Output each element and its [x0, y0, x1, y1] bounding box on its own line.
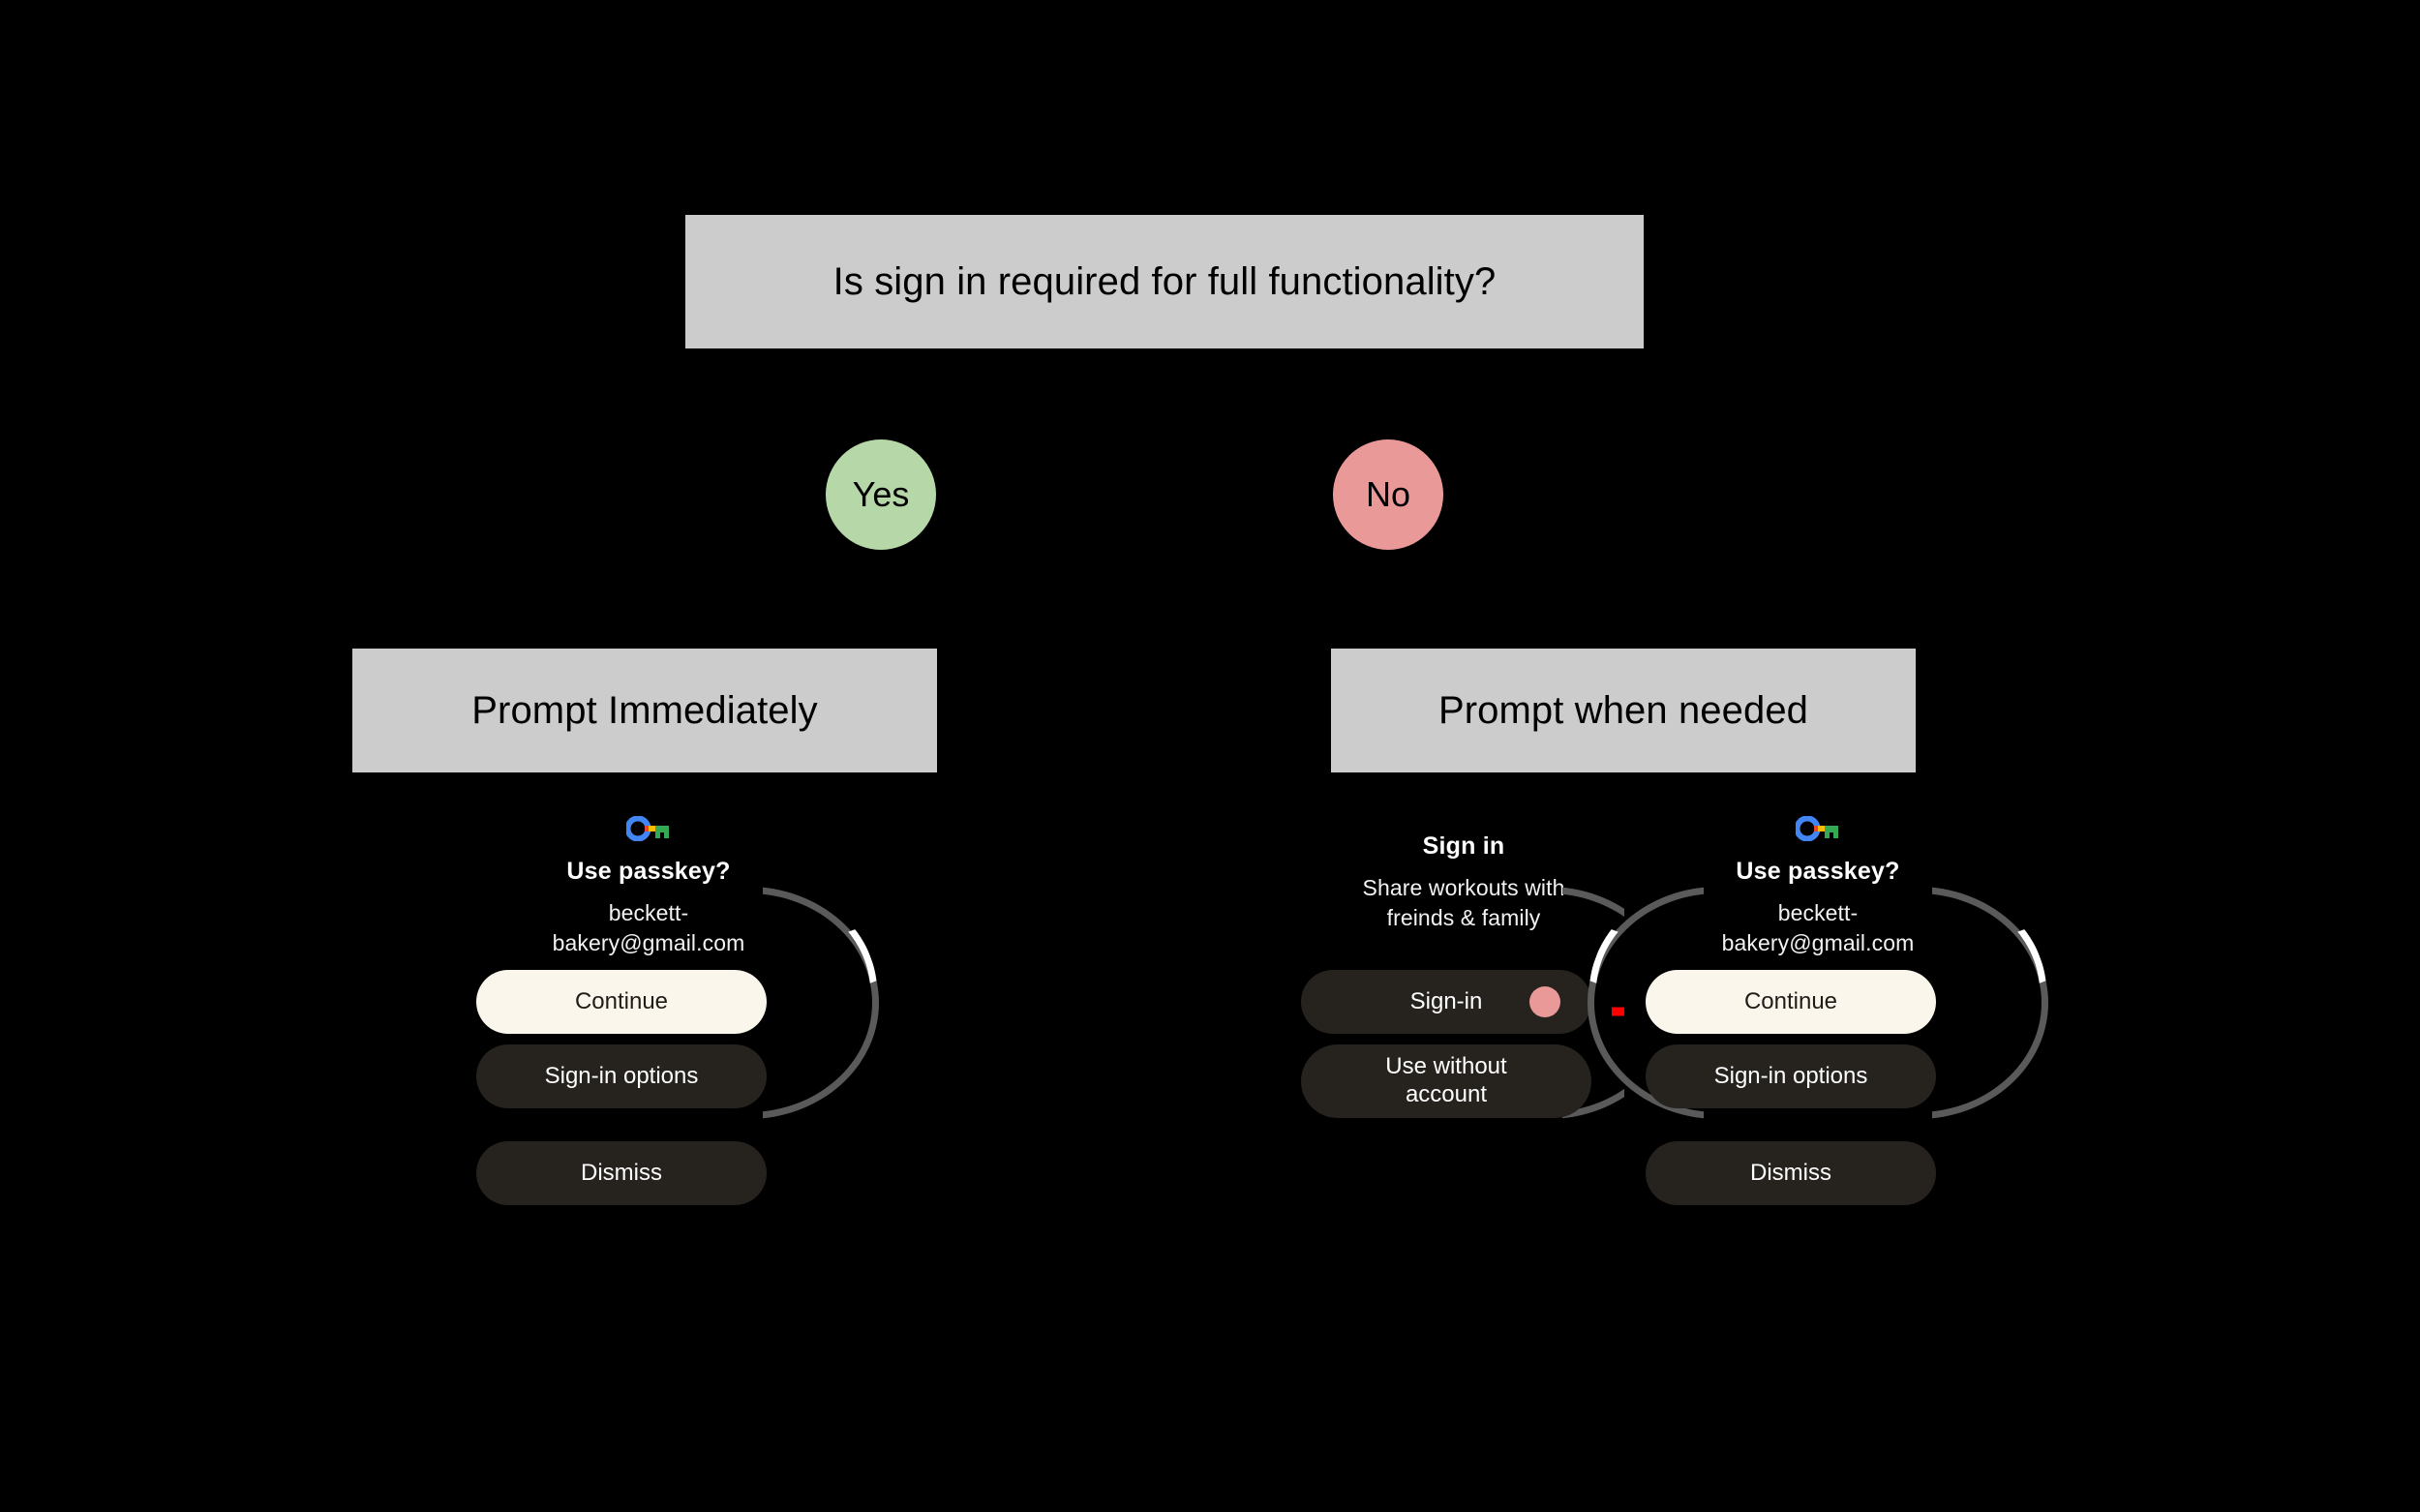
- decision-box-question: Is sign in required for full functionali…: [685, 215, 1644, 348]
- branch-circle-yes: Yes: [826, 439, 936, 550]
- continue-button[interactable]: Continue: [1646, 970, 1936, 1034]
- continue-button[interactable]: Continue: [476, 970, 767, 1034]
- mockup-left-use-passkey: Use passkey? beckett- bakery@gmail.com C…: [455, 803, 879, 1307]
- use-without-account-button-label: Use without account: [1385, 1053, 1506, 1109]
- connector-decision-to-no: [1160, 348, 1165, 358]
- sign-in-button-label: Sign-in: [1409, 987, 1483, 1014]
- sign-in-button[interactable]: Sign-in: [1301, 970, 1591, 1034]
- connector-no-to-when-needed: [1622, 637, 1628, 649]
- mockup-title: Use passkey?: [455, 858, 842, 886]
- sign-in-options-button-label: Sign-in options: [1713, 1062, 1868, 1089]
- mockup-subtitle-line2: bakery@gmail.com: [1721, 929, 1915, 955]
- sign-in-options-button[interactable]: Sign-in options: [1646, 1044, 1936, 1108]
- mockup-title-text: Sign in: [1422, 832, 1505, 860]
- mockup-right-use-passkey: Use passkey? beckett- bakery@gmail.com C…: [1588, 803, 2048, 1307]
- mockup-subtitle: beckett- bakery@gmail.com: [1624, 898, 2012, 957]
- mockup-subtitle-line1: beckett-: [1777, 900, 1859, 925]
- mockup-subtitle-line1: Share workouts with: [1362, 875, 1565, 900]
- rotary-scrollbar[interactable]: [763, 887, 879, 1119]
- outcome-box-prompt-immediately: Prompt Immediately: [352, 649, 937, 772]
- branch-label-yes: Yes: [852, 474, 910, 514]
- dismiss-button-label: Dismiss: [581, 1159, 662, 1186]
- google-passkey-icon: [624, 815, 671, 842]
- dismiss-button[interactable]: Dismiss: [476, 1141, 767, 1205]
- outcome-box-prompt-when-needed: Prompt when needed: [1331, 649, 1916, 772]
- dismiss-button-label: Dismiss: [1750, 1159, 1831, 1186]
- mockup-subtitle-line1: beckett-: [608, 900, 689, 925]
- connector-yes-to-immediate: [642, 637, 648, 649]
- mockup-subtitle: beckett- bakery@gmail.com: [455, 898, 842, 957]
- mockup-subtitle-line2: freinds & family: [1386, 904, 1541, 930]
- branch-circle-no: No: [1333, 439, 1443, 550]
- use-without-account-line1: Use without: [1385, 1053, 1507, 1080]
- mockup-title: Use passkey?: [1624, 858, 2012, 886]
- use-without-account-button[interactable]: Use without account: [1301, 1044, 1591, 1118]
- outcome-label-prompt-immediately: Prompt Immediately: [471, 689, 818, 732]
- mockup-title-text: Use passkey?: [566, 858, 731, 885]
- mockup-title: Sign in: [1309, 832, 1618, 861]
- google-passkey-icon: [1794, 815, 1840, 842]
- branch-label-no: No: [1365, 474, 1411, 514]
- decision-question-label: Is sign in required for full functionali…: [832, 260, 1497, 303]
- sign-in-options-button-label: Sign-in options: [544, 1062, 699, 1089]
- mockup-subtitle-line2: bakery@gmail.com: [552, 929, 745, 955]
- sign-in-accent-dot: [1529, 986, 1560, 1017]
- continue-button-label: Continue: [574, 987, 669, 1014]
- sign-in-options-button[interactable]: Sign-in options: [476, 1044, 767, 1108]
- use-without-account-line2: account: [1405, 1081, 1488, 1107]
- outcome-label-prompt-when-needed: Prompt when needed: [1437, 689, 1809, 732]
- mockup-middle-sign-in: Sign in Share workouts with freinds & fa…: [1301, 803, 1679, 1307]
- continue-button-label: Continue: [1743, 987, 1838, 1014]
- mockup-title-text: Use passkey?: [1736, 858, 1900, 885]
- dismiss-button[interactable]: Dismiss: [1646, 1141, 1936, 1205]
- mockup-subtitle: Share workouts with freinds & family: [1309, 873, 1618, 932]
- rotary-scrollbar[interactable]: [1932, 887, 2048, 1119]
